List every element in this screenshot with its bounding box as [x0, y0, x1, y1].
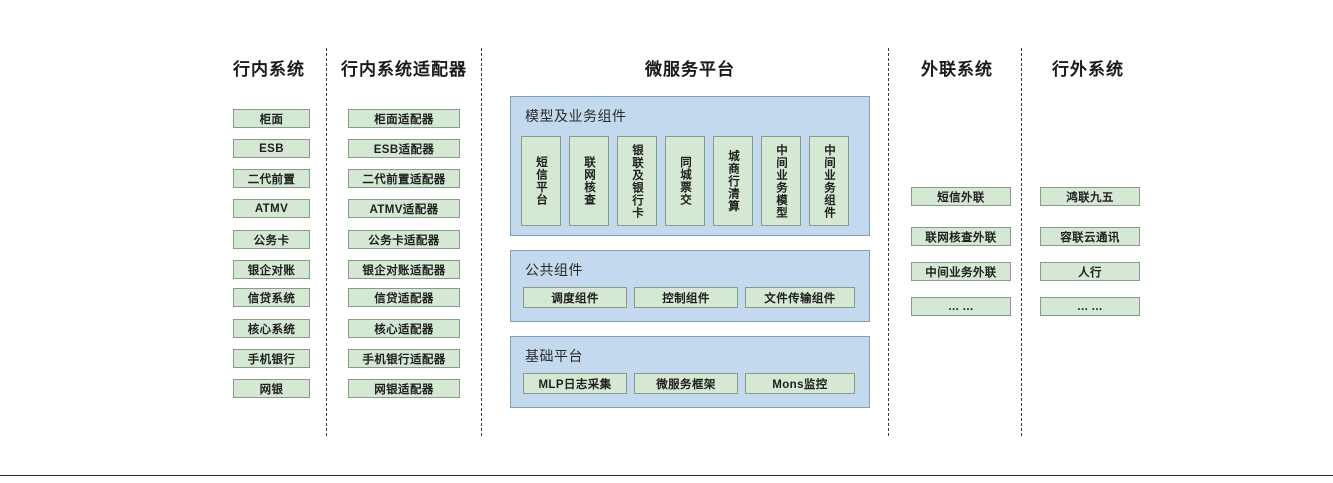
node-internal-system[interactable]: ESB — [233, 139, 310, 158]
node-public-component[interactable]: 控制组件 — [634, 287, 738, 308]
node-internal-system[interactable]: ATMV — [233, 199, 310, 218]
divider-4 — [1021, 48, 1022, 436]
node-internal-adapter[interactable]: 网银适配器 — [348, 379, 460, 398]
node-outside-bank-system[interactable]: 容联云通讯 — [1040, 227, 1140, 246]
node-external-link-system[interactable]: 中间业务外联 — [911, 262, 1011, 281]
node-internal-adapter[interactable]: 柜面适配器 — [348, 109, 460, 128]
node-model-component[interactable]: 中间业务模型 — [761, 136, 801, 226]
node-internal-adapter[interactable]: 公务卡适配器 — [348, 230, 460, 249]
node-base-platform-component[interactable]: 微服务框架 — [634, 373, 738, 394]
node-internal-adapter[interactable]: 手机银行适配器 — [348, 349, 460, 368]
node-outside-bank-system[interactable]: 鸿联九五 — [1040, 187, 1140, 206]
node-internal-adapter[interactable]: ESB适配器 — [348, 139, 460, 158]
column-title-external-link-systems: 外联系统 — [921, 60, 993, 79]
node-external-link-system[interactable]: 短信外联 — [911, 187, 1011, 206]
node-public-component[interactable]: 调度组件 — [523, 287, 627, 308]
node-model-component[interactable]: 联网核查 — [569, 136, 609, 226]
node-internal-system[interactable]: 银企对账 — [233, 260, 310, 279]
node-model-component[interactable]: 短信平台 — [521, 136, 561, 226]
node-model-component[interactable]: 城商行清算 — [713, 136, 753, 226]
panel-title-base-platform: 基础平台 — [525, 348, 583, 364]
node-base-platform-component[interactable]: MLP日志采集 — [523, 373, 627, 394]
node-outside-bank-system[interactable]: ... ... — [1040, 297, 1140, 316]
column-title-microservice-platform: 微服务平台 — [645, 60, 735, 79]
node-internal-adapter[interactable]: 信贷适配器 — [348, 288, 460, 307]
node-outside-bank-system[interactable]: 人行 — [1040, 262, 1140, 281]
panel-public-components: 公共组件 — [510, 250, 870, 322]
node-model-component[interactable]: 同城票交 — [665, 136, 705, 226]
node-internal-adapter[interactable]: 二代前置适配器 — [348, 169, 460, 188]
column-title-outside-bank-systems: 行外系统 — [1052, 60, 1124, 79]
node-external-link-system[interactable]: ... ... — [911, 297, 1011, 316]
node-model-component[interactable]: 中间业务组件 — [809, 136, 849, 226]
node-internal-system[interactable]: 网银 — [233, 379, 310, 398]
divider-1 — [326, 48, 327, 436]
panel-title-model-business-components: 模型及业务组件 — [525, 108, 627, 124]
node-internal-system[interactable]: 公务卡 — [233, 230, 310, 249]
panel-title-public-components: 公共组件 — [525, 262, 583, 278]
node-model-component[interactable]: 银联及银行卡 — [617, 136, 657, 226]
node-internal-adapter[interactable]: 银企对账适配器 — [348, 260, 460, 279]
panel-base-platform: 基础平台 — [510, 336, 870, 408]
node-internal-system[interactable]: 柜面 — [233, 109, 310, 128]
node-external-link-system[interactable]: 联网核查外联 — [911, 227, 1011, 246]
node-internal-system[interactable]: 手机银行 — [233, 349, 310, 368]
node-internal-adapter[interactable]: ATMV适配器 — [348, 199, 460, 218]
column-title-internal-adapters: 行内系统适配器 — [341, 60, 467, 79]
divider-2 — [481, 48, 482, 436]
node-public-component[interactable]: 文件传输组件 — [745, 287, 855, 308]
node-base-platform-component[interactable]: Mons监控 — [745, 373, 855, 394]
node-internal-system[interactable]: 信贷系统 — [233, 288, 310, 307]
node-internal-adapter[interactable]: 核心适配器 — [348, 319, 460, 338]
node-internal-system[interactable]: 二代前置 — [233, 169, 310, 188]
column-title-internal-systems: 行内系统 — [233, 60, 305, 79]
node-internal-system[interactable]: 核心系统 — [233, 319, 310, 338]
bottom-rule — [0, 475, 1333, 476]
divider-3 — [888, 48, 889, 436]
